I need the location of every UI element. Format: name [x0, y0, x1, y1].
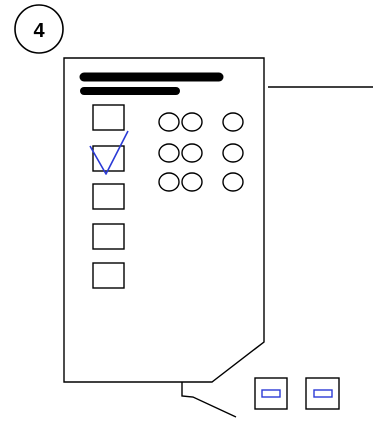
circle-r2-c3[interactable] — [222, 143, 244, 163]
circle-r1-c2[interactable] — [181, 112, 203, 132]
circle-r1-c1[interactable] — [158, 112, 180, 132]
checkbox-4[interactable] — [92, 223, 125, 250]
connector-button-right-slot — [313, 389, 333, 398]
circle-r1-c3[interactable] — [222, 112, 244, 132]
connector-button-right[interactable] — [305, 377, 340, 410]
connector-buttons — [254, 377, 340, 410]
checkbox-column — [92, 104, 125, 289]
step-number: 4 — [33, 20, 45, 42]
circle-r3-c2[interactable] — [181, 172, 203, 192]
checkbox-2[interactable] — [92, 145, 125, 172]
step-badge-circle — [14, 4, 64, 54]
circle-r2-c1[interactable] — [158, 143, 180, 163]
checkbox-1[interactable] — [92, 104, 125, 131]
circle-r2-c2[interactable] — [181, 143, 203, 163]
connector-button-left-slot — [261, 389, 281, 398]
step-badge: 4 — [14, 4, 64, 54]
lower-bracket-line — [181, 382, 237, 418]
checkmark-icon — [89, 130, 129, 175]
circle-r3-c3[interactable] — [222, 172, 244, 192]
checkbox-5[interactable] — [92, 262, 125, 289]
checkbox-3[interactable] — [92, 183, 125, 210]
circle-grid — [158, 112, 244, 192]
circle-r3-c1[interactable] — [158, 172, 180, 192]
connector-button-left[interactable] — [254, 377, 288, 410]
panel-outline — [63, 57, 265, 383]
